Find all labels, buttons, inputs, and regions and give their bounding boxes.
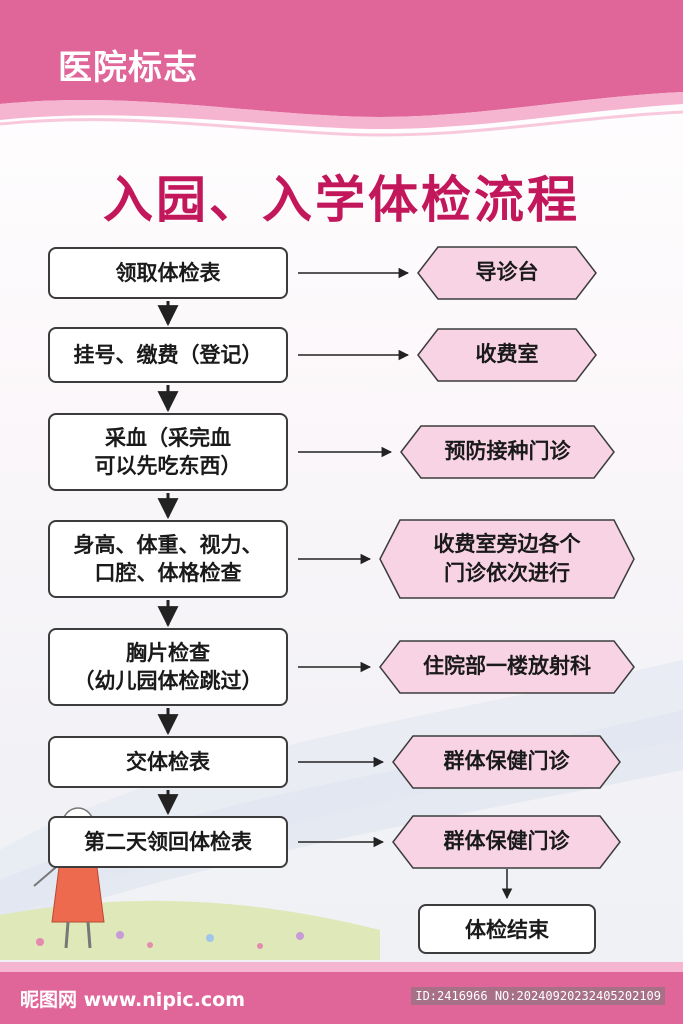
destination-label-2: 收费室 [475,342,539,367]
watermark-right: ID:2416966 NO:20240920232405202109 [411,987,665,1005]
flower-icon [36,931,304,949]
destination-shape-6 [392,735,621,789]
destination-shape-4 [379,519,635,599]
step-box-1: 领取体检表 [48,247,288,299]
destination-label-1: 导诊台 [475,260,539,285]
destination-shape-1 [417,246,597,300]
step-box-2: 挂号、缴费（登记） [48,327,288,383]
destination-label-3: 预防接种门诊 [444,439,571,464]
step-box-3: 采血（采完血 可以先吃东西） [48,413,288,491]
step-box-7: 第二天领回体检表 [48,816,288,868]
destination-shape-5 [379,640,635,694]
end-box: 体检结束 [418,904,596,954]
destination-label-4: 收费室旁边各个 门诊依次进行 [433,531,581,585]
destination-label-7: 群体保健门诊 [443,829,570,854]
watermark-left: 昵图网 www.nipic.com [20,989,246,1011]
header-band [0,0,683,137]
main-title: 入园、入学体检流程 [103,171,580,229]
header-title: 医院标志 [58,48,198,88]
step-box-5: 胸片检查 （幼儿园体检跳过） [48,628,288,706]
step-box-4: 身高、体重、视力、 口腔、体格检查 [48,520,288,598]
destination-label-6: 群体保健门诊 [443,749,570,774]
step-box-6: 交体检表 [48,736,288,788]
destination-shape-7 [392,815,621,869]
destination-shape-2 [417,328,597,382]
destination-label-5: 住院部一楼放射科 [423,654,591,679]
destination-shape-3 [400,425,615,479]
